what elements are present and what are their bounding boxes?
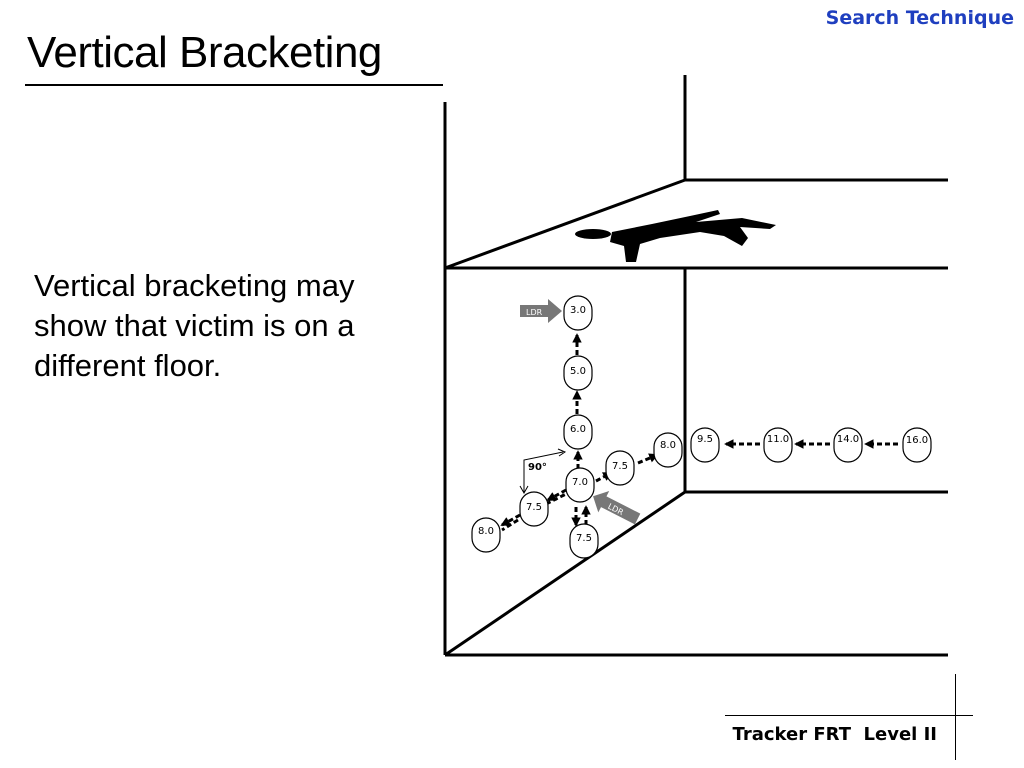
reading-pill: 5.0 bbox=[563, 355, 593, 391]
svg-text:5.0: 5.0 bbox=[570, 366, 586, 377]
svg-text:7.5: 7.5 bbox=[576, 533, 592, 544]
ldr-label: LDR bbox=[526, 308, 543, 317]
building-walls bbox=[443, 75, 948, 657]
reading-pill: 8.0 bbox=[653, 432, 683, 468]
reading-pill: 3.0 bbox=[563, 295, 593, 331]
upper-floor-side-edge bbox=[444, 178, 686, 270]
reading-pill: 7.5 bbox=[605, 450, 635, 486]
reading-pill: 8.0 bbox=[471, 517, 501, 553]
svg-text:3.0: 3.0 bbox=[570, 305, 586, 316]
footer-rule-horizontal bbox=[725, 715, 973, 716]
reading-pill: 16.0 bbox=[902, 427, 932, 463]
footer-rule-vertical bbox=[955, 674, 956, 760]
svg-text:8.0: 8.0 bbox=[660, 440, 676, 451]
slide-body-text: Vertical bracketing may show that victim… bbox=[34, 268, 355, 383]
reading-pill: 6.0 bbox=[563, 414, 593, 450]
angle-label: 90° bbox=[528, 462, 547, 473]
svg-text:7.5: 7.5 bbox=[526, 502, 542, 513]
ground-floor-side-edge bbox=[444, 490, 686, 657]
svg-text:9.5: 9.5 bbox=[697, 434, 713, 445]
svg-text:7.5: 7.5 bbox=[612, 461, 628, 472]
search-path-arrows bbox=[500, 333, 898, 532]
svg-text:14.0: 14.0 bbox=[837, 434, 859, 445]
svg-text:8.0: 8.0 bbox=[478, 526, 494, 537]
svg-text:6.0: 6.0 bbox=[570, 424, 586, 435]
svg-text:16.0: 16.0 bbox=[906, 435, 928, 446]
reading-pill: 11.0 bbox=[763, 427, 793, 463]
svg-text:7.0: 7.0 bbox=[572, 477, 588, 488]
ldr-arrow-icon: LDR bbox=[520, 299, 562, 323]
ldr-arrow-icon: LDR bbox=[593, 491, 641, 525]
right-angle-indicator bbox=[519, 448, 567, 495]
section-label: Search Technique bbox=[825, 7, 1014, 29]
victim-silhouette-icon bbox=[575, 210, 776, 262]
reading-pill: 7.5 bbox=[519, 491, 549, 527]
svg-text:11.0: 11.0 bbox=[767, 434, 789, 445]
reading-pill: 7.0 bbox=[565, 467, 595, 503]
title-underline bbox=[25, 84, 443, 86]
reading-pill: 7.5 bbox=[569, 523, 599, 559]
slide-title: Vertical Bracketing bbox=[27, 28, 382, 77]
reading-pill: 14.0 bbox=[833, 427, 863, 463]
reading-pill: 9.5 bbox=[690, 427, 720, 463]
footer-course-label: Tracker FRT Level II bbox=[732, 724, 937, 745]
